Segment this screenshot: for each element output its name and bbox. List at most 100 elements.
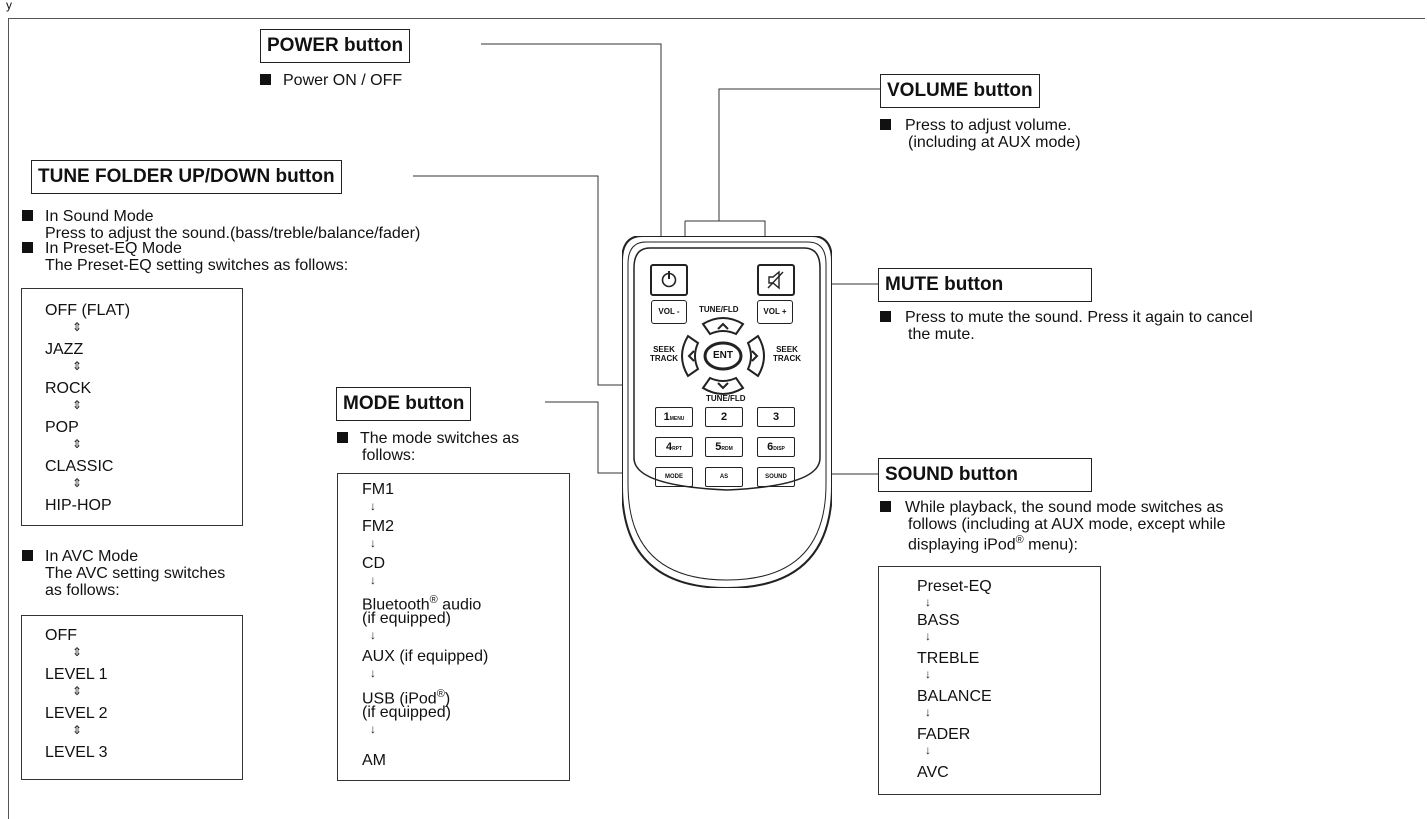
mode-bullet: The mode switches as — [337, 431, 519, 447]
tune-b2-detail: The Preset-EQ setting switches as follow… — [45, 257, 349, 274]
mode-item-bluetooth: Bluetooth® audio — [362, 594, 482, 614]
sound-item: BALANCE — [917, 688, 992, 705]
power-bullet: Power ON / OFF — [260, 73, 402, 89]
bullet-square — [337, 432, 348, 443]
sound-flow-box — [878, 566, 1101, 795]
updown-arrow-icon: ⇕ — [72, 359, 83, 373]
mode-item: CD — [362, 555, 386, 572]
tune-b2: In Preset-EQ Mode — [45, 240, 182, 257]
navigation-pad — [681, 317, 765, 395]
key-2[interactable]: 2 — [705, 407, 743, 427]
usb-text: USB (iPod — [362, 690, 437, 708]
down-arrow-icon: ↓ — [925, 595, 931, 609]
key-num: 2 — [720, 411, 728, 423]
key-num: 5 — [715, 441, 722, 453]
mode-item-usb: USB (iPod®) — [362, 686, 450, 707]
key-num: 6 — [767, 441, 774, 453]
eq-item: CLASSIC — [45, 458, 114, 475]
as-key[interactable]: AS — [705, 467, 743, 487]
key-sub: RPT — [672, 446, 683, 452]
mute-bullet: Press to mute the sound. Press it again … — [880, 310, 1253, 326]
down-arrow-icon: ↓ — [925, 743, 931, 757]
avc-item: OFF — [45, 627, 77, 644]
sound-key[interactable]: SOUND — [757, 467, 795, 487]
seek-right-2: TRACK — [773, 354, 801, 363]
sound-item: BASS — [917, 612, 960, 629]
mute-speaker-icon — [767, 270, 784, 290]
mute-button-title: MUTE button — [878, 268, 1092, 302]
mode-line2: follows: — [362, 447, 416, 464]
sound-line3-b: menu): — [1023, 536, 1078, 554]
key-3[interactable]: 3 — [757, 407, 795, 427]
down-arrow-icon: ↓ — [925, 629, 931, 643]
key-6[interactable]: 6DISP — [757, 437, 795, 457]
eq-item: OFF (FLAT) — [45, 302, 131, 319]
sound-line1: While playback, the sound mode switches … — [905, 499, 1224, 516]
key-1[interactable]: 1MENU — [655, 407, 693, 427]
updown-arrow-icon: ⇕ — [72, 476, 83, 490]
mode-item: (if equipped) — [362, 610, 451, 627]
power-button-title: POWER button — [260, 29, 411, 63]
corner-text: y — [6, 0, 12, 12]
volume-line1: Press to adjust volume. — [905, 117, 1072, 134]
mode-item: AM — [362, 752, 386, 769]
bullet-square — [22, 550, 33, 561]
vol-minus-key[interactable]: VOL - — [651, 300, 687, 324]
mode-item: (if equipped) — [362, 704, 451, 721]
keypad: 1MENU 2 3 4RPT 5RDM 6DISP MODE AS SOUND — [655, 407, 795, 497]
sound-button-title: SOUND button — [878, 458, 1092, 492]
down-arrow-icon: ↓ — [370, 536, 376, 550]
down-arrow-icon: ↓ — [370, 628, 376, 642]
power-key[interactable] — [650, 264, 688, 296]
eq-item: JAZZ — [45, 341, 84, 358]
mode-line1: The mode switches as — [360, 430, 520, 447]
avc-item: LEVEL 3 — [45, 744, 108, 761]
preset-eq-flow-box — [21, 288, 243, 526]
mute-line2: the mute. — [908, 326, 975, 343]
tune-folder-button-title: TUNE FOLDER UP/DOWN button — [31, 160, 342, 194]
usb-close: ) — [444, 690, 451, 708]
vol-plus-key[interactable]: VOL + — [757, 300, 793, 324]
avc-item: LEVEL 2 — [45, 705, 108, 722]
key-sub: DISP — [773, 446, 785, 452]
down-arrow-icon: ↓ — [370, 499, 376, 513]
down-arrow-icon: ↓ — [925, 705, 931, 719]
mute-line1: Press to mute the sound. Press it again … — [905, 309, 1253, 326]
bullet-square — [880, 119, 891, 130]
registered-mark: ® — [1015, 534, 1024, 546]
volume-bullet: Press to adjust volume. — [880, 118, 1071, 134]
sound-line3-a: displaying iPod — [908, 536, 1016, 554]
diagram-frame — [8, 18, 1425, 819]
mode-key[interactable]: MODE — [655, 467, 693, 487]
key-4[interactable]: 4RPT — [655, 437, 693, 457]
mode-item: FM1 — [362, 481, 394, 498]
power-bullet-text: Power ON / OFF — [283, 72, 403, 89]
bluetooth-text: Bluetooth — [362, 596, 430, 614]
key-5[interactable]: 5RDM — [705, 437, 743, 457]
avc-bullet-text: In AVC Mode — [45, 548, 139, 565]
updown-arrow-icon: ⇕ — [72, 320, 83, 334]
tune-b1: In Sound Mode — [45, 208, 154, 225]
down-arrow-icon: ↓ — [370, 573, 376, 587]
bullet-square — [880, 501, 891, 512]
key-num: 3 — [772, 411, 780, 423]
key-sub: MENU — [669, 416, 685, 422]
sound-line3: displaying iPod® menu): — [908, 532, 1078, 553]
down-arrow-icon: ↓ — [370, 666, 376, 680]
eq-item: HIP-HOP — [45, 497, 112, 514]
sound-item: FADER — [917, 726, 971, 743]
bullet-square — [260, 74, 271, 85]
mode-item: AUX (if equipped) — [362, 648, 489, 665]
avc-flow-box — [21, 615, 243, 780]
down-arrow-icon: ↓ — [370, 722, 376, 736]
avc-line2: The AVC setting switches — [45, 565, 226, 582]
key-sub: RDM — [721, 446, 733, 452]
mute-key[interactable] — [757, 264, 795, 296]
tune-bullet-eq: In Preset-EQ Mode — [22, 241, 182, 257]
updown-arrow-icon: ⇕ — [72, 684, 83, 698]
ent-key[interactable]: ENT — [713, 350, 733, 361]
key-num: 1 — [663, 411, 670, 423]
sound-item: Preset-EQ — [917, 578, 992, 595]
sound-line2: follows (including at AUX mode, except w… — [908, 516, 1226, 533]
